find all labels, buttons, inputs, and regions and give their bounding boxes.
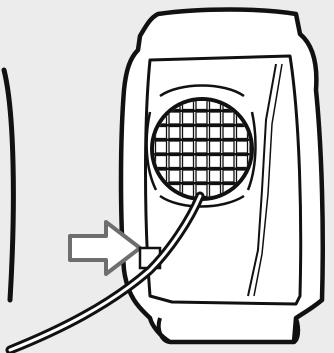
grille-cell [168, 140, 181, 154]
grille-rail [154, 138, 250, 141]
grille-cell [222, 169, 235, 183]
grille-cell [208, 125, 222, 140]
grille-cell [195, 140, 208, 154]
grille-cell [222, 140, 235, 154]
grille-cell [168, 169, 181, 183]
right-foot [292, 317, 301, 344]
grille-rail [154, 182, 250, 185]
left-foot [156, 317, 171, 344]
grille-cell [208, 140, 222, 154]
panel-seam [247, 63, 277, 297]
grille-cell [154, 154, 168, 169]
panel-seam-secondary [253, 63, 283, 297]
vent-surround-bottom [159, 194, 245, 208]
grille-cell [195, 154, 208, 169]
grille-cell [208, 154, 222, 169]
vent-surround-left [145, 111, 158, 191]
grille-cell [181, 111, 195, 125]
vent-surround-right [246, 111, 257, 191]
grille-cell [235, 140, 249, 154]
grille-cell [222, 125, 235, 140]
grille-cell [168, 111, 181, 125]
grille-cell [208, 169, 222, 183]
grille-cell [181, 154, 195, 169]
left-object-edge [1, 67, 16, 303]
grille-cell [181, 169, 195, 183]
grille-cell [181, 125, 195, 140]
grille-cell [208, 111, 222, 125]
grille-cell [168, 154, 181, 169]
grille-cell [222, 154, 235, 169]
grille-cell [168, 125, 181, 140]
grille-cell [195, 125, 208, 140]
grille-cell [154, 140, 168, 154]
grille-cell [181, 140, 195, 154]
direction-arrow-icon [68, 220, 142, 276]
grille-rail [154, 167, 250, 170]
grille-rail [154, 109, 250, 112]
grille-cell [235, 154, 249, 169]
grille-cell [222, 111, 235, 125]
grille-cell [195, 111, 208, 125]
power-cable-inner [8, 194, 202, 352]
grille-rail [154, 124, 250, 127]
vent-surround-top [159, 84, 245, 98]
grille-cell [195, 169, 208, 183]
grille-rail [154, 153, 250, 156]
